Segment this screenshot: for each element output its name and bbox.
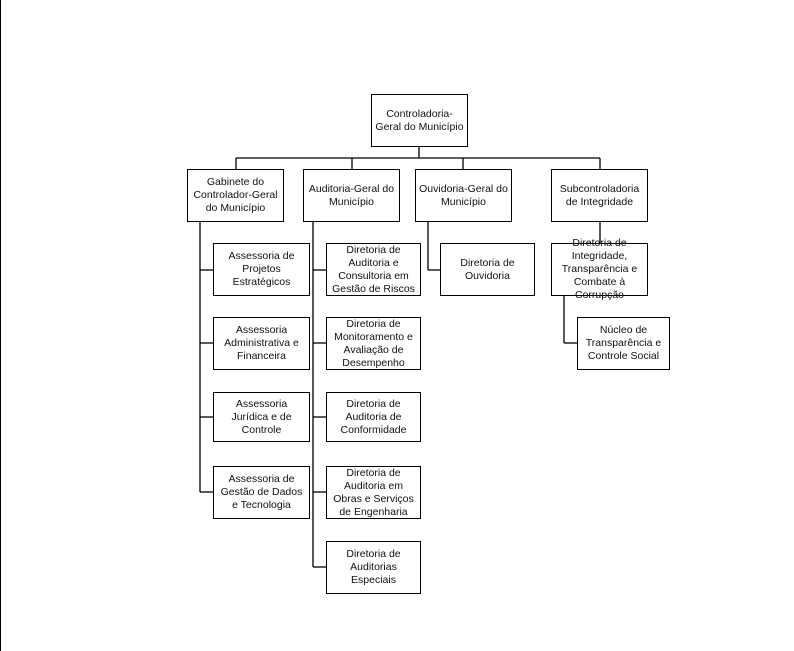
node-label: Diretoria de Auditoria e Consultoria em … xyxy=(332,243,415,295)
node-label: Diretoria de Integridade, Transparência … xyxy=(561,237,638,301)
org-node-assessoria-administrativa: Assessoria Administrativa e Financeira xyxy=(213,317,310,370)
node-label: Núcleo de Transparência e Controle Socia… xyxy=(585,324,662,362)
org-node-diretoria-ouvidoria: Diretoria de Ouvidoria xyxy=(440,243,535,296)
org-node-auditoria-geral: Auditoria-Geral do Município xyxy=(303,169,400,222)
org-node-controladoria-geral: Controladoria-Geral do Município xyxy=(371,94,468,147)
node-label: Assessoria de Projetos Estratégicos xyxy=(228,250,295,288)
node-label: Ouvidoria-Geral do Município xyxy=(419,182,508,208)
node-label: Assessoria de Gestão de Dados e Tecnolog… xyxy=(220,473,303,511)
node-label: Diretoria de Monitoramento e Avaliação d… xyxy=(334,317,413,369)
org-node-subcontroladoria-integridade: Subcontroladoria de Integridade xyxy=(551,169,648,222)
org-node-diretoria-conformidade: Diretoria de Auditoria de Conformidade xyxy=(326,392,421,442)
org-node-assessoria-dados-tecnologia: Assessoria de Gestão de Dados e Tecnolog… xyxy=(213,466,310,519)
node-label: Diretoria de Auditoria em Obras e Serviç… xyxy=(333,466,414,518)
node-label: Subcontroladoria de Integridade xyxy=(559,182,640,208)
node-label: Diretoria de Ouvidoria xyxy=(460,256,515,282)
page-left-border xyxy=(0,0,1,651)
node-label: Controladoria-Geral do Município xyxy=(375,107,464,133)
node-label: Assessoria Jurídica e de Controle xyxy=(231,397,292,436)
org-node-ouvidoria-geral: Ouvidoria-Geral do Município xyxy=(415,169,512,222)
org-node-diretoria-auditorias-especiais: Diretoria de Auditorias Especiais xyxy=(326,541,421,594)
node-label: Diretoria de Auditoria de Conformidade xyxy=(340,397,407,436)
org-node-nucleo-transparencia: Núcleo de Transparência e Controle Socia… xyxy=(577,317,670,370)
org-node-assessoria-juridica: Assessoria Jurídica e de Controle xyxy=(213,392,310,442)
org-node-diretoria-auditoria-riscos: Diretoria de Auditoria e Consultoria em … xyxy=(326,243,421,296)
node-label: Gabinete do Controlador-Geral do Municíp… xyxy=(193,176,278,214)
org-node-diretoria-obras-engenharia: Diretoria de Auditoria em Obras e Serviç… xyxy=(326,466,421,519)
org-node-diretoria-monitoramento: Diretoria de Monitoramento e Avaliação d… xyxy=(326,317,421,370)
node-label: Auditoria-Geral do Município xyxy=(308,182,395,208)
node-label: Diretoria de Auditorias Especiais xyxy=(346,548,401,586)
org-node-diretoria-integridade: Diretoria de Integridade, Transparência … xyxy=(551,237,648,301)
org-node-gabinete: Gabinete do Controlador-Geral do Municíp… xyxy=(187,169,284,222)
node-label: Assessoria Administrativa e Financeira xyxy=(224,324,299,362)
org-node-assessoria-projetos: Assessoria de Projetos Estratégicos xyxy=(213,243,310,296)
